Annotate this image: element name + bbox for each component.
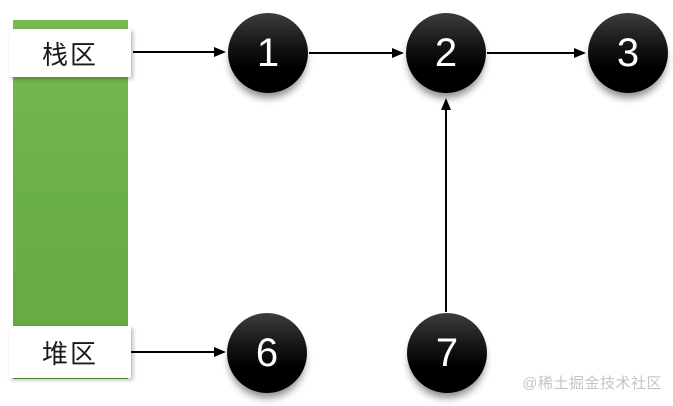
heap-region-label: 堆区 bbox=[9, 326, 131, 378]
watermark: @稀土掘金技术社区 bbox=[522, 375, 662, 392]
node-3: 3 bbox=[588, 13, 668, 93]
node-6-label: 6 bbox=[255, 330, 279, 375]
memory-bar bbox=[13, 20, 128, 379]
stack-region-label: 栈区 bbox=[9, 29, 131, 77]
node-6: 6 bbox=[227, 313, 307, 393]
heap-region-text: 堆区 bbox=[41, 338, 98, 369]
node-7-label: 7 bbox=[435, 330, 459, 375]
node-1-label: 1 bbox=[256, 30, 280, 75]
stack-region-text: 栈区 bbox=[41, 39, 98, 70]
node-2: 2 bbox=[406, 13, 486, 93]
node-3-label: 3 bbox=[616, 30, 640, 75]
node-1: 1 bbox=[228, 13, 308, 93]
node-7: 7 bbox=[407, 313, 487, 393]
node-2-label: 2 bbox=[434, 30, 458, 75]
